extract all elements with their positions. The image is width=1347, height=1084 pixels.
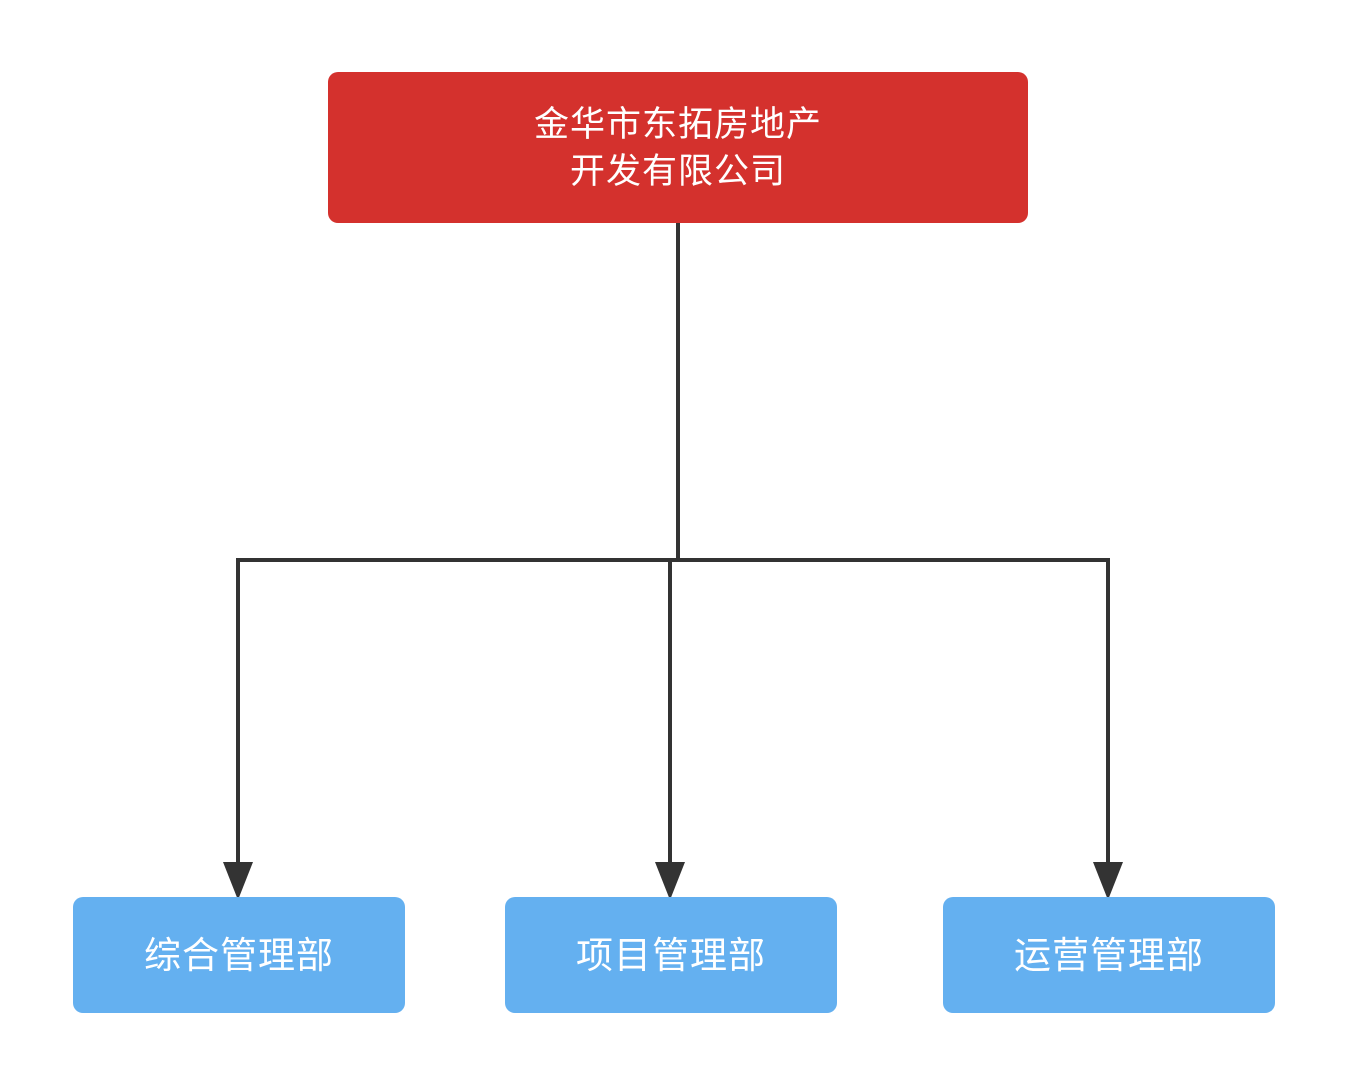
- org-node-general-management-label: 综合管理部: [144, 934, 334, 976]
- org-node-project-management-label: 项目管理部: [576, 934, 766, 976]
- arrowhead-left: [223, 862, 253, 900]
- org-node-company: 金华市东拓房地产 开发有限公司: [328, 72, 1028, 223]
- org-node-operations-management: 运营管理部: [943, 897, 1275, 1013]
- org-node-project-management: 项目管理部: [505, 897, 837, 1013]
- arrowhead-middle: [655, 862, 685, 900]
- company-label-line2: 开发有限公司: [569, 151, 786, 191]
- org-node-operations-management-label: 运营管理部: [1014, 934, 1204, 976]
- arrowhead-right: [1093, 862, 1123, 900]
- company-label-line1: 金华市东拓房地产: [533, 104, 822, 144]
- org-node-general-management: 综合管理部: [73, 897, 405, 1013]
- org-node-company-label: 金华市东拓房地产 开发有限公司: [534, 101, 822, 195]
